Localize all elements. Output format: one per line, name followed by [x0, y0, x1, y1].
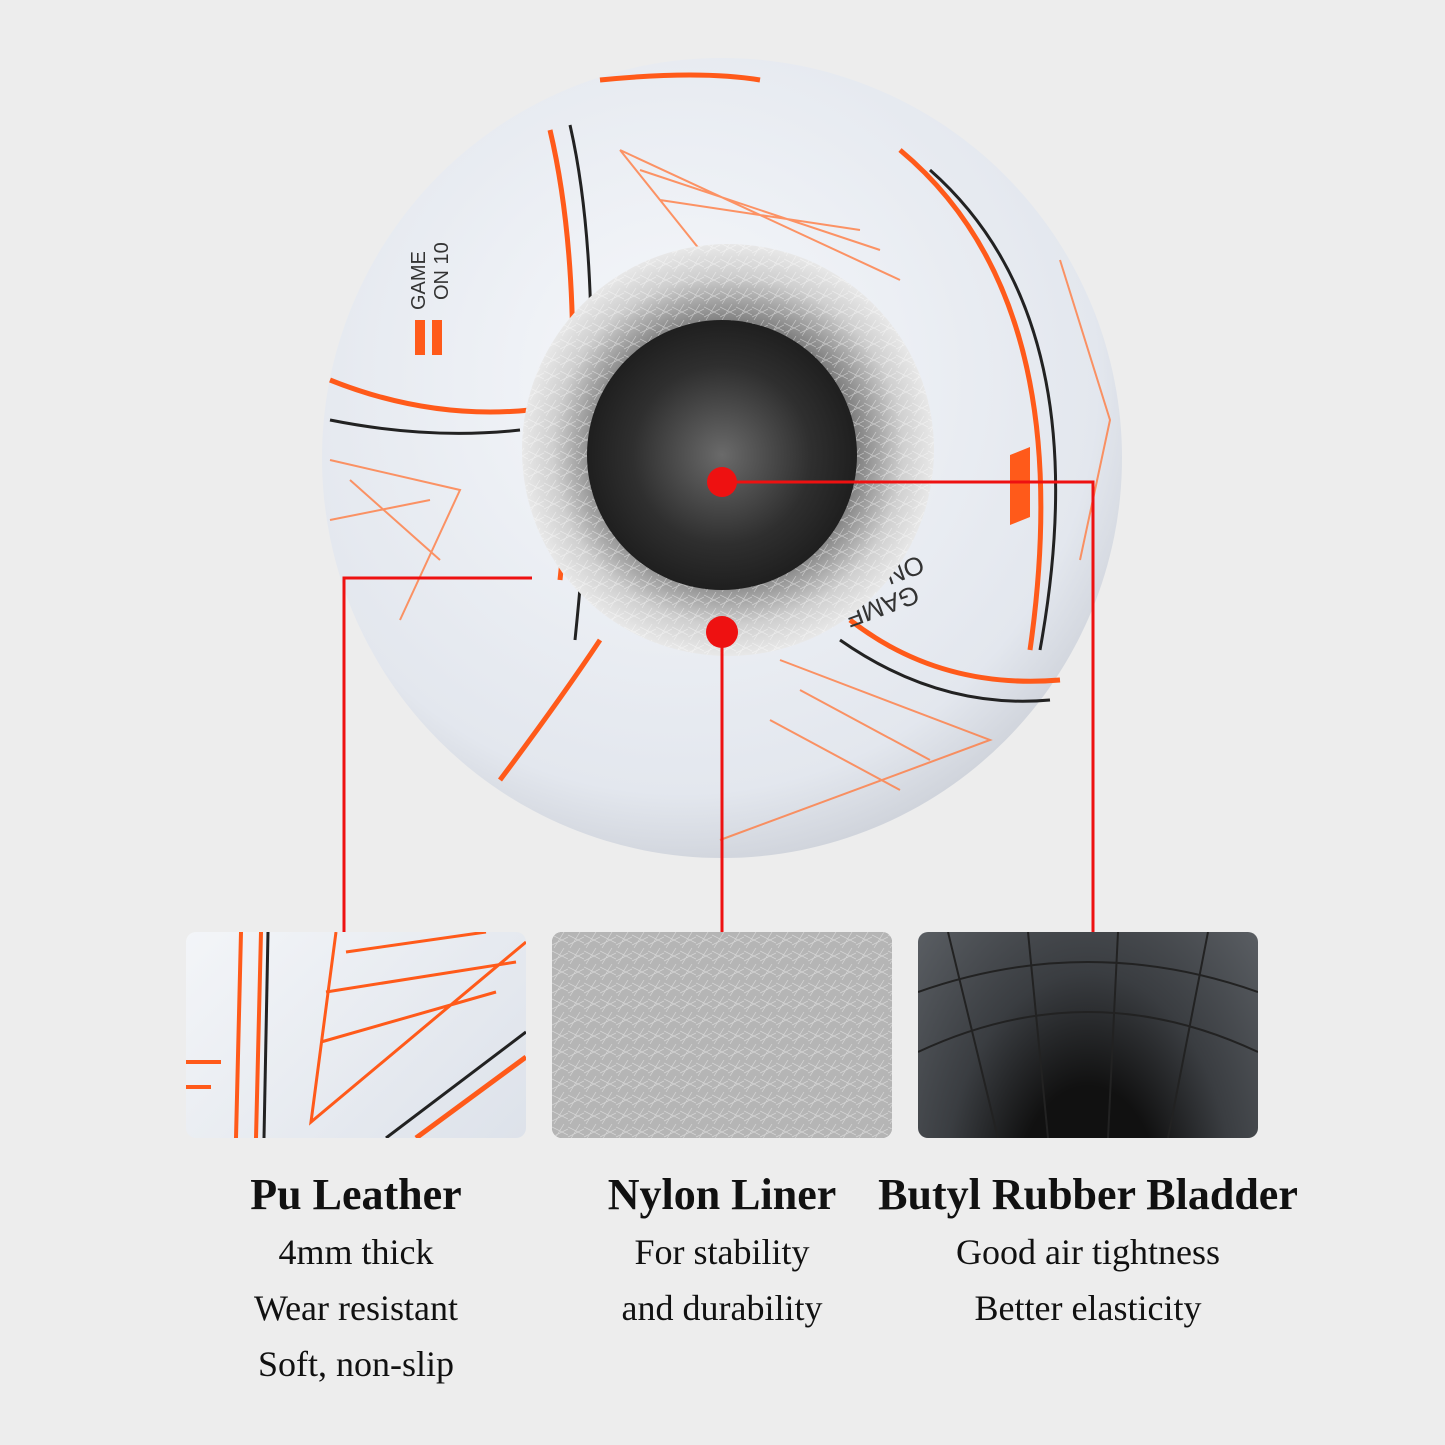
- pu-leather-description: Pu Leather 4mm thick Wear resistant Soft…: [126, 1166, 586, 1392]
- layer-title: Butyl Rubber Bladder: [878, 1170, 1298, 1219]
- layer-line: Good air tightness: [956, 1232, 1220, 1272]
- layer-title: Pu Leather: [250, 1170, 462, 1219]
- layer-line: Better elasticity: [974, 1288, 1202, 1328]
- callout-lines: [342, 480, 1095, 932]
- nylon-liner-closeup: [552, 932, 892, 1138]
- layer-title: Nylon Liner: [607, 1170, 837, 1219]
- layer-line: Wear resistant: [253, 1288, 458, 1328]
- pu-leather-closeup: [186, 932, 526, 1138]
- nylon-liner-description: Nylon Liner For stability and durability: [492, 1166, 952, 1336]
- layer-line: For stability: [634, 1232, 810, 1272]
- butyl-bladder-layer: [587, 320, 857, 590]
- svg-text:GAME: GAME: [408, 251, 430, 310]
- bladder-callout-dot: [707, 467, 737, 497]
- butyl-bladder-closeup: [918, 932, 1258, 1138]
- butyl-bladder-description: Butyl Rubber Bladder Good air tightness …: [858, 1166, 1318, 1336]
- layer-line: 4mm thick: [278, 1232, 434, 1272]
- layer-line: Soft, non-slip: [257, 1344, 454, 1384]
- layer-line: and durability: [621, 1288, 823, 1328]
- svg-text:ON 10: ON 10: [431, 242, 453, 300]
- liner-callout-dot: [706, 616, 738, 648]
